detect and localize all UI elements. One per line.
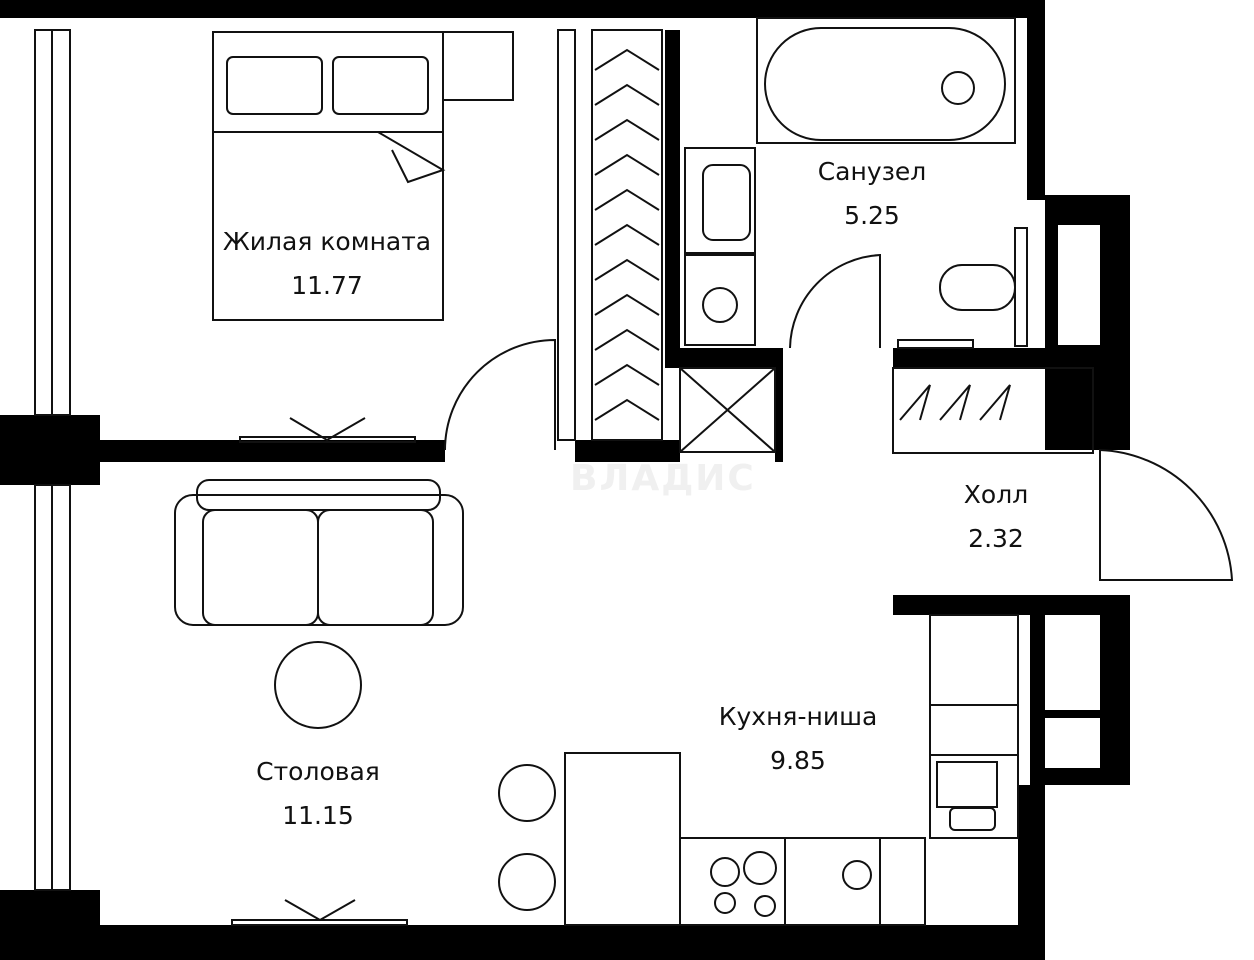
- hangers: [594, 48, 1011, 421]
- furniture: [34, 17, 1234, 926]
- watermark: ВЛАДИС: [570, 458, 756, 499]
